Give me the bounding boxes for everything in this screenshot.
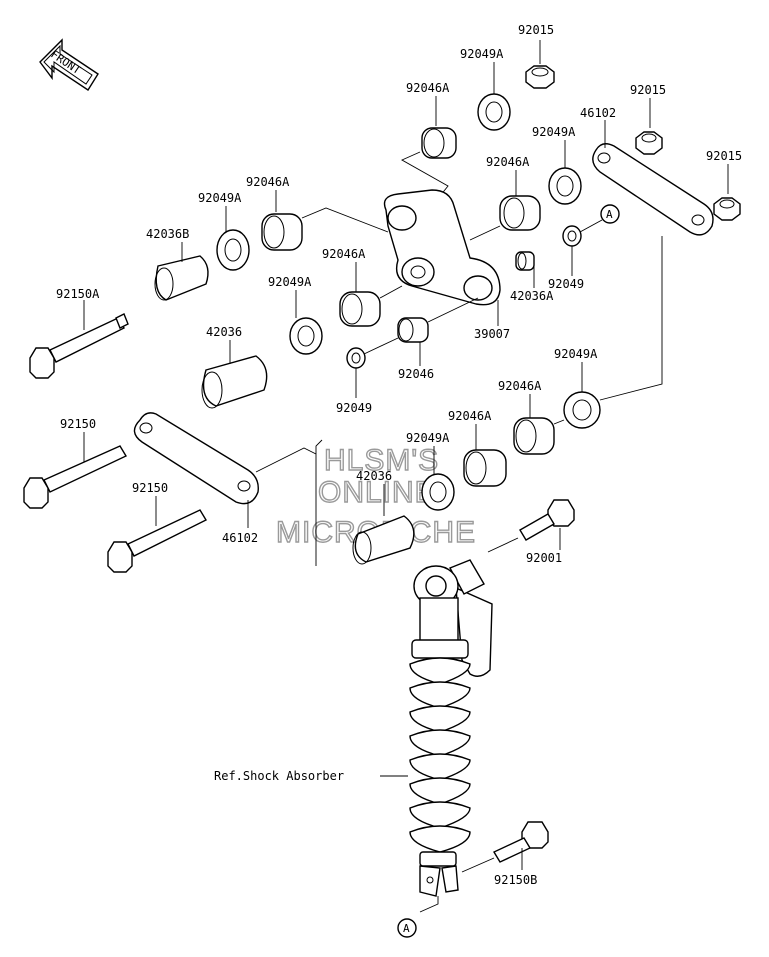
label-92049A-right: 92049A bbox=[532, 125, 576, 139]
bearing-92046A-top bbox=[421, 127, 457, 159]
label-92046A-left-upper: 92046A bbox=[246, 175, 290, 189]
watermark-line1: HLSM'S bbox=[324, 444, 439, 477]
nut-92015-right bbox=[713, 197, 741, 221]
ref-marker-a-bottom-label: A bbox=[403, 922, 410, 935]
label-92049A-lower: 92049A bbox=[554, 347, 598, 361]
label-92015-right: 92015 bbox=[706, 149, 742, 163]
bearing-92046 bbox=[397, 317, 429, 343]
washer-92049-left bbox=[346, 347, 366, 369]
bolt-92150-a bbox=[23, 445, 127, 509]
collar-92049A-top bbox=[477, 93, 511, 131]
ref-marker-a-bottom bbox=[397, 918, 417, 938]
label-46102-upper: 46102 bbox=[580, 106, 616, 120]
label-92046A-lower-a: 92046A bbox=[498, 379, 542, 393]
label-92046A-lower-b: 92046A bbox=[448, 409, 492, 423]
bolt-92001 bbox=[519, 499, 575, 541]
label-92046A-top: 92046A bbox=[406, 81, 450, 95]
collar-92049A-mid bbox=[289, 317, 323, 355]
collar-42036-lower bbox=[352, 515, 415, 565]
collar-42036A bbox=[515, 251, 535, 271]
collar-42036B bbox=[154, 255, 209, 301]
label-92015-top: 92015 bbox=[518, 23, 554, 37]
bearing-92046A-mid bbox=[499, 195, 541, 231]
label-92150A: 92150A bbox=[56, 287, 100, 301]
label-ref-shock-absorber: Ref.Shock Absorber bbox=[214, 769, 344, 783]
label-42036B: 42036B bbox=[146, 227, 189, 241]
bolt-92150-b bbox=[107, 509, 207, 573]
washer-92049-right bbox=[562, 225, 582, 247]
label-92046: 92046 bbox=[398, 367, 434, 381]
bearing-92046A-left-upper bbox=[261, 213, 303, 251]
label-92150B: 92150B bbox=[494, 873, 537, 887]
tie-rod-46102-upper bbox=[592, 143, 714, 236]
label-92049-right: 92049 bbox=[548, 277, 584, 291]
front-arrow-icon: FRONT bbox=[39, 38, 99, 91]
label-92150-b: 92150 bbox=[132, 481, 168, 495]
collar-92049A-left-upper bbox=[216, 229, 250, 271]
collar-92049A-lower bbox=[563, 391, 601, 429]
bolt-92150A bbox=[29, 313, 129, 379]
label-92049A-lower-b: 92049A bbox=[406, 431, 450, 445]
bearing-92046A-mid-left bbox=[339, 291, 381, 327]
tie-rod-46102-lower bbox=[133, 412, 259, 505]
bearing-92046A-lower-a bbox=[513, 417, 555, 455]
watermark-line2: ONLINE bbox=[318, 476, 436, 509]
ref-marker-a-top bbox=[600, 204, 620, 224]
label-39007: 39007 bbox=[474, 327, 510, 341]
label-46102-lower: 46102 bbox=[222, 531, 258, 545]
collar-42036-left bbox=[201, 355, 268, 409]
ref-marker-a-top-label: A bbox=[606, 208, 613, 221]
label-92049A-mid: 92049A bbox=[268, 275, 312, 289]
label-92015-mid: 92015 bbox=[630, 83, 666, 97]
label-92150-a: 92150 bbox=[60, 417, 96, 431]
label-92001: 92001 bbox=[526, 551, 562, 565]
label-42036-lower: 42036 bbox=[356, 469, 392, 483]
label-92049A-top: 92049A bbox=[460, 47, 504, 61]
nut-92015-top bbox=[525, 65, 555, 89]
nut-92015-mid bbox=[635, 131, 663, 155]
collar-92049A-lower-b bbox=[421, 473, 455, 511]
shock-absorber bbox=[409, 559, 493, 897]
bolt-92150B bbox=[493, 821, 549, 863]
collar-92049A-right bbox=[548, 167, 582, 205]
label-42036-left: 42036 bbox=[206, 325, 242, 339]
label-92049-left: 92049 bbox=[336, 401, 372, 415]
label-92049A-left-upper: 92049A bbox=[198, 191, 242, 205]
label-92046A-mid-left: 92046A bbox=[322, 247, 366, 261]
rocker-arm-39007 bbox=[383, 189, 501, 306]
bearing-92046A-lower-b bbox=[463, 449, 507, 487]
label-42036A: 42036A bbox=[510, 289, 554, 303]
label-92046A-mid: 92046A bbox=[486, 155, 530, 169]
